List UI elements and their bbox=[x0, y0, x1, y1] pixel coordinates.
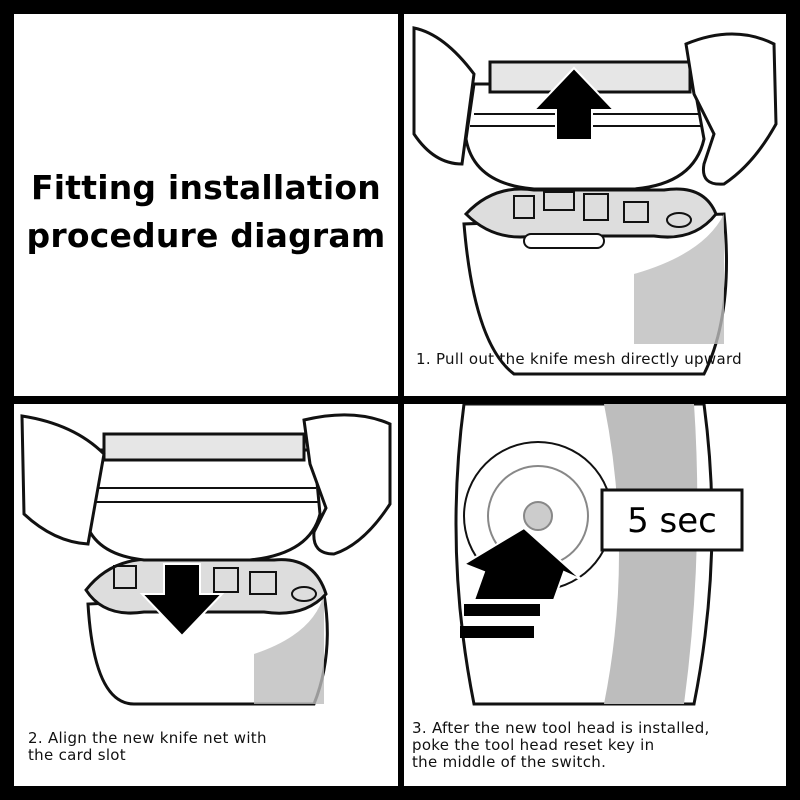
reset-key bbox=[524, 502, 552, 530]
card-slot bbox=[524, 234, 604, 248]
step-2-panel: 2. Align the new knife net with the card… bbox=[14, 404, 398, 786]
step-3-caption-line-2: poke the tool head reset key in bbox=[412, 737, 782, 754]
left-hand bbox=[414, 28, 474, 164]
title-line-2: procedure diagram bbox=[14, 212, 398, 260]
step-2-caption-line-1: 2. Align the new knife net with bbox=[28, 730, 388, 747]
right-hand bbox=[304, 415, 390, 554]
title-panel: Fitting installation procedure diagram bbox=[14, 14, 398, 396]
step-1-illustration bbox=[404, 14, 786, 396]
step-3-caption: 3. After the new tool head is installed,… bbox=[412, 720, 782, 771]
knife-head bbox=[84, 450, 320, 560]
step-1-caption: 1. Pull out the knife mesh directly upwa… bbox=[416, 351, 776, 368]
timer-badge: 5 sec bbox=[602, 490, 742, 550]
step-3-caption-line-3: the middle of the switch. bbox=[412, 754, 782, 771]
step-1-panel: 1. Pull out the knife mesh directly upwa… bbox=[404, 14, 786, 396]
timer-badge-label: 5 sec bbox=[627, 501, 717, 541]
step-2-caption-line-2: the card slot bbox=[28, 747, 388, 764]
speed-line-1 bbox=[464, 604, 540, 616]
diagram-title: Fitting installation procedure diagram bbox=[14, 164, 398, 260]
left-hand bbox=[22, 416, 104, 544]
speed-line-2 bbox=[460, 626, 534, 638]
step-3-panel: 5 sec 3. After the new tool head is inst… bbox=[404, 404, 786, 786]
knife-mesh bbox=[104, 434, 304, 460]
step-3-caption-line-1: 3. After the new tool head is installed, bbox=[412, 720, 782, 737]
step-2-caption: 2. Align the new knife net with the card… bbox=[28, 730, 388, 764]
title-line-1: Fitting installation bbox=[14, 164, 398, 212]
